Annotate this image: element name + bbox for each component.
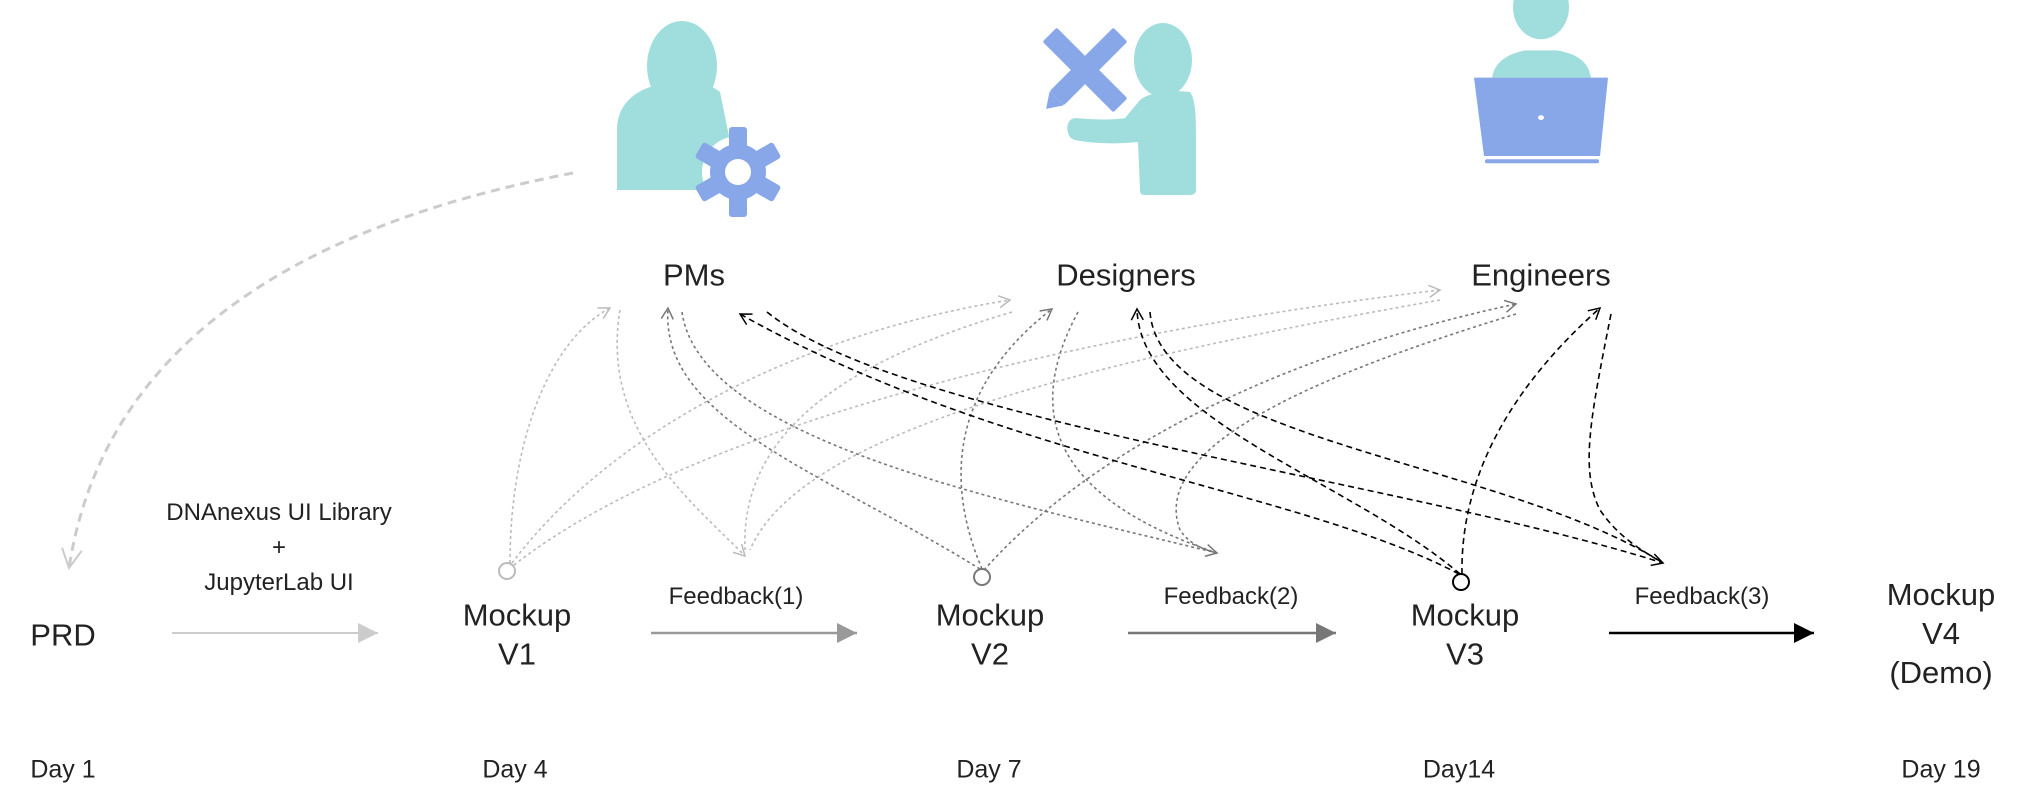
role-label-designers: Designers [1056,257,1196,293]
designers-to-feedback3 [1149,311,1664,564]
stage-mockup-v1: Mockup V1 [463,596,572,674]
pms-to-feedback2 [681,311,1219,557]
stage-name: Mockup [1410,597,1520,633]
designers-to-feedback1 [744,311,1013,551]
designers-to-feedback2 [1051,311,1218,554]
engineers-to-feedback3 [1588,313,1664,564]
v1-to-engineers [513,284,1442,566]
stage-mockup-v2: Mockup V2 [936,596,1045,674]
transition-label-feedback-2: Feedback(2) [1163,583,1299,610]
stage-name: Mockup [462,597,572,633]
stage-note: (Demo) [1889,654,1993,690]
role-label-engineers: Engineers [1471,257,1611,293]
transition-label-feedback-3: Feedback(3) [1634,583,1770,610]
day-label: Day 7 [956,755,1022,784]
designer-ruler-pencil-person-icon [1043,23,1196,195]
v1-origin-dot [498,562,516,580]
stage-name: Mockup [1886,576,1996,612]
engineer-laptop-person-icon [1474,0,1608,164]
plus-sign: + [271,533,287,561]
pms-to-feedback1 [616,309,747,558]
v3-to-engineers [1461,306,1602,575]
stage-mockup-v3: Mockup V3 [1411,596,1520,674]
day-label: Day 4 [482,755,548,784]
day-label: Day14 [1422,755,1496,784]
engineers-to-feedback2 [1175,313,1517,554]
v2-to-pms [660,306,981,570]
stage-prd: PRD [30,617,96,653]
role-label-pms: PMs [663,257,725,293]
stage-version: V4 [1922,615,1960,651]
stage-name: Mockup [935,597,1045,633]
day-label: Day 1 [30,755,96,784]
v2-origin-dot [973,568,991,586]
stage-version: V1 [498,636,536,671]
v2-to-engineers [983,299,1518,571]
pms-to-feedback3 [766,311,1665,567]
stage-mockup-v4: Mockup V4 (Demo) [1887,576,1996,692]
v1-to-pms [509,307,612,564]
v2-to-designers [960,308,1054,570]
library-name: DNAnexus UI Library [166,498,392,526]
v3-to-pms [738,313,1460,575]
pm-to-prd-connector [69,171,574,568]
v3-origin-dot [1452,573,1470,591]
stage-version: V2 [971,636,1009,671]
v3-to-designers [1130,307,1461,575]
engineers-to-feedback1 [749,299,1441,551]
stage-version: V3 [1446,636,1484,671]
day-label: Day 19 [1901,755,1981,784]
transition-label-feedback-1: Feedback(1) [668,583,804,610]
transition-label-libraries: DNAnexus UI Library + JupyterLab UI [166,496,391,600]
pm-gear-person-icon [617,21,781,217]
library-name: JupyterLab UI [204,568,354,596]
v1-to-designers [511,295,1012,564]
